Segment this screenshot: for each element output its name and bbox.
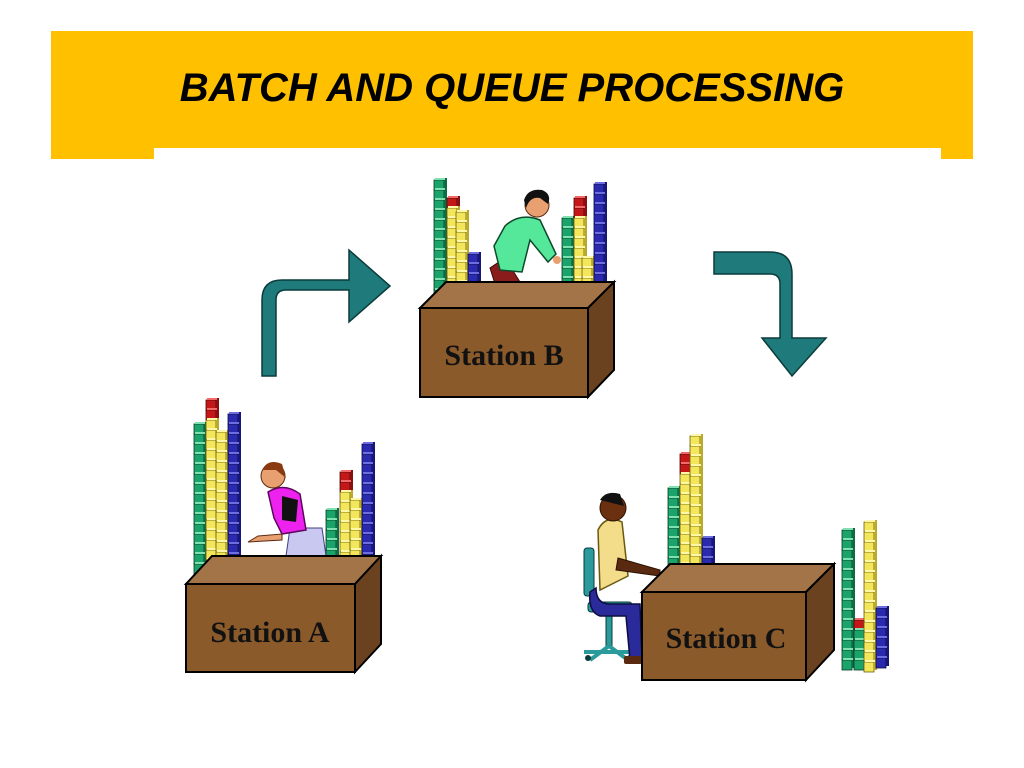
station-a: Station A (183, 397, 384, 675)
station-box (183, 553, 384, 675)
station-b: Station B (417, 177, 617, 400)
station-label: Station A (210, 616, 330, 649)
station-label: Station B (444, 339, 563, 372)
station-c: Station C (583, 433, 890, 683)
station-box (417, 279, 617, 400)
flow-arrow-icon (713, 251, 828, 378)
worker-c-icon (588, 492, 661, 664)
title-underlay (154, 148, 941, 162)
slide-title: BATCH AND QUEUE PROCESSING (179, 66, 845, 110)
station-box (639, 561, 837, 683)
station-label: Station C (666, 622, 787, 655)
worker-a-icon (247, 462, 327, 557)
title-band (51, 31, 973, 159)
flow-arrow-icon (261, 248, 392, 377)
